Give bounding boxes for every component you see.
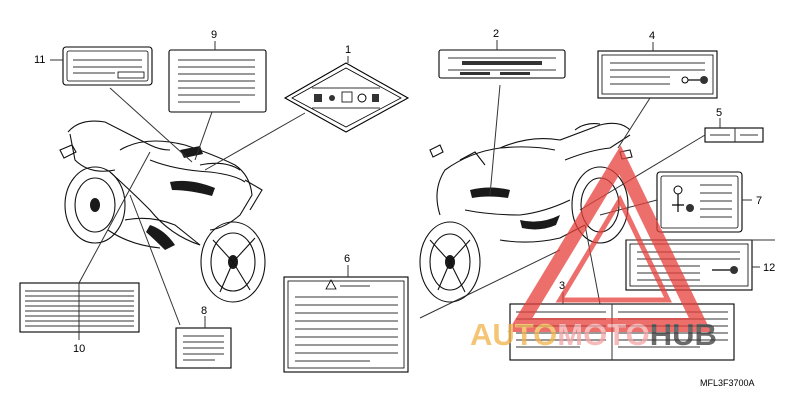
callout-4: 4 [649, 30, 655, 42]
callout-11: 11 [34, 54, 45, 66]
leader-11b [109, 87, 193, 163]
callout-1: 1 [345, 44, 351, 56]
leader-2b [489, 84, 501, 196]
callout-5: 5 [716, 107, 722, 119]
label-12 [625, 239, 753, 291]
svg-text:AUTOMOTOHUB: AUTOMOTOHUB [470, 317, 717, 352]
leader-6b [419, 249, 561, 319]
label-7 [656, 171, 743, 233]
callout-12: 12 [763, 262, 775, 274]
leader-4b [617, 97, 651, 149]
leader-10b [78, 151, 151, 284]
callout-2: 2 [493, 28, 499, 40]
label-11 [62, 46, 153, 86]
leader-9b [194, 111, 213, 161]
callout-8: 8 [201, 305, 207, 317]
label-2 [438, 49, 566, 79]
diagram-code: MFL3F3700A [700, 378, 755, 388]
label-8 [175, 327, 232, 369]
callout-3: 3 [559, 280, 565, 292]
watermark-auto: AUTO [470, 317, 557, 352]
callout-6: 6 [344, 253, 350, 265]
leader-8b [129, 194, 181, 326]
label-9 [168, 49, 267, 113]
callout-7: 7 [756, 195, 762, 207]
motorcycle-right [419, 122, 633, 303]
label-4 [597, 50, 718, 99]
leader-3b [584, 224, 601, 305]
motorcycle-left [59, 120, 266, 303]
leader-1b [204, 112, 306, 171]
callout-9: 9 [211, 29, 217, 41]
label-1 [283, 62, 410, 133]
label-10 [19, 282, 140, 333]
callout-10: 10 [73, 343, 85, 355]
watermark-logo-icon [507, 145, 712, 332]
watermark: AUTOMOTOHUB [470, 145, 717, 352]
label-6 [283, 276, 409, 373]
watermark-hub: HUB [650, 317, 717, 352]
label-5 [704, 127, 764, 143]
watermark-moto: MOTO [557, 317, 649, 352]
